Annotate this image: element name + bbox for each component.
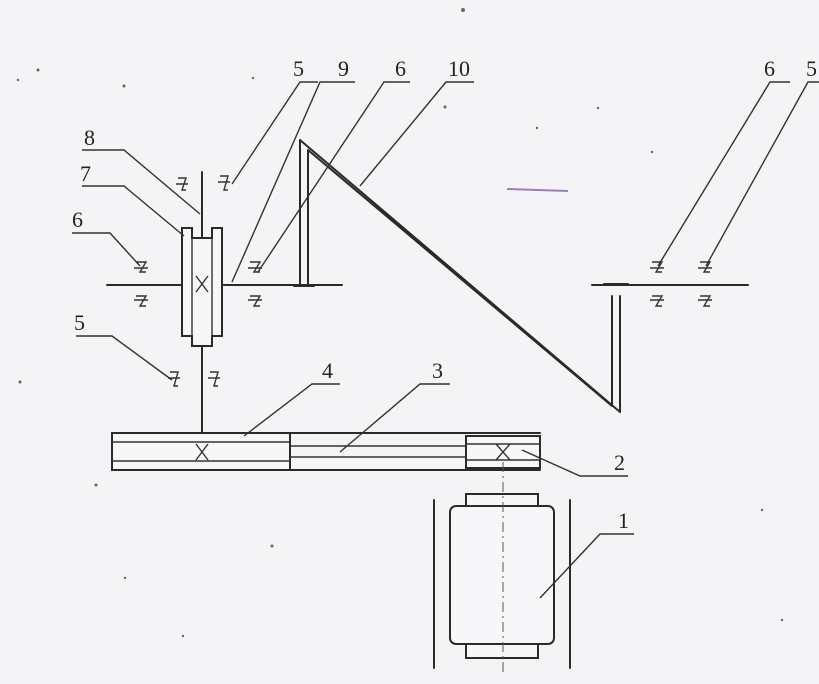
frame-post-left <box>299 139 309 285</box>
label-1: 1 <box>618 508 629 533</box>
pulley-4-cross <box>195 443 209 461</box>
bearing-upper-right <box>218 175 230 191</box>
bearing-mid-b <box>248 295 262 307</box>
label-2: 2 <box>614 450 625 475</box>
part-labels: 5 9 6 10 6 5 8 7 6 5 4 3 2 1 <box>72 56 817 533</box>
leader-lines <box>72 81 819 599</box>
bearings-middle-horizontal <box>248 261 262 307</box>
motor-top-cap <box>465 493 539 507</box>
bearings-lower <box>168 371 220 387</box>
leader-5-left <box>76 335 173 381</box>
bearings-upper <box>176 175 230 191</box>
scan-noise <box>16 8 784 638</box>
leader-4 <box>243 383 340 437</box>
leader-6-right <box>657 81 790 267</box>
bearing-right-d <box>698 295 712 307</box>
leader-10 <box>359 81 474 187</box>
leader-2 <box>521 449 628 477</box>
label-6-left: 6 <box>72 207 83 232</box>
pulley-2-cross <box>495 443 511 461</box>
bearing-lower-right <box>208 371 220 387</box>
label-7: 7 <box>80 161 91 186</box>
leader-1 <box>539 533 634 599</box>
label-3: 3 <box>432 358 443 383</box>
frame-post-right <box>611 295 621 413</box>
bearing-left-b <box>134 295 148 307</box>
bearing-right-c <box>698 261 712 273</box>
label-9: 9 <box>338 56 349 81</box>
leader-3 <box>339 383 450 453</box>
pulley-2-grooves <box>466 443 540 461</box>
pulley-4-grooves <box>112 441 290 462</box>
leader-6-top <box>257 81 410 273</box>
leader-7 <box>82 185 185 237</box>
label-5-top: 5 <box>293 56 304 81</box>
label-8: 8 <box>84 125 95 150</box>
leader-6-left <box>72 232 141 267</box>
motor-bottom-cap <box>465 643 539 659</box>
leader-5-right <box>705 81 819 267</box>
bearings-right-horizontal <box>650 261 712 307</box>
label-5-left: 5 <box>74 310 85 335</box>
bearings-left-horizontal <box>134 261 148 307</box>
label-6-top: 6 <box>395 56 406 81</box>
housing-7 <box>181 227 223 347</box>
motor-1 <box>449 505 555 645</box>
bearing-right-b <box>650 295 664 307</box>
bearing-upper-left <box>176 177 188 191</box>
label-10: 10 <box>448 56 470 81</box>
leader-5-top <box>231 81 318 185</box>
bearing-left-a <box>134 261 148 273</box>
leader-8 <box>82 149 201 215</box>
bearing-right-a <box>650 261 664 273</box>
frame-diagonal-rod-10 <box>299 139 621 413</box>
leader-9 <box>231 81 355 283</box>
label-5-right: 5 <box>806 56 817 81</box>
housing-inner-lines <box>191 238 213 336</box>
bearing-mid-a <box>248 261 262 273</box>
label-6-right: 6 <box>764 56 775 81</box>
purple-mark <box>506 188 569 192</box>
label-4: 4 <box>322 358 333 383</box>
gear-cross-left <box>195 275 209 293</box>
